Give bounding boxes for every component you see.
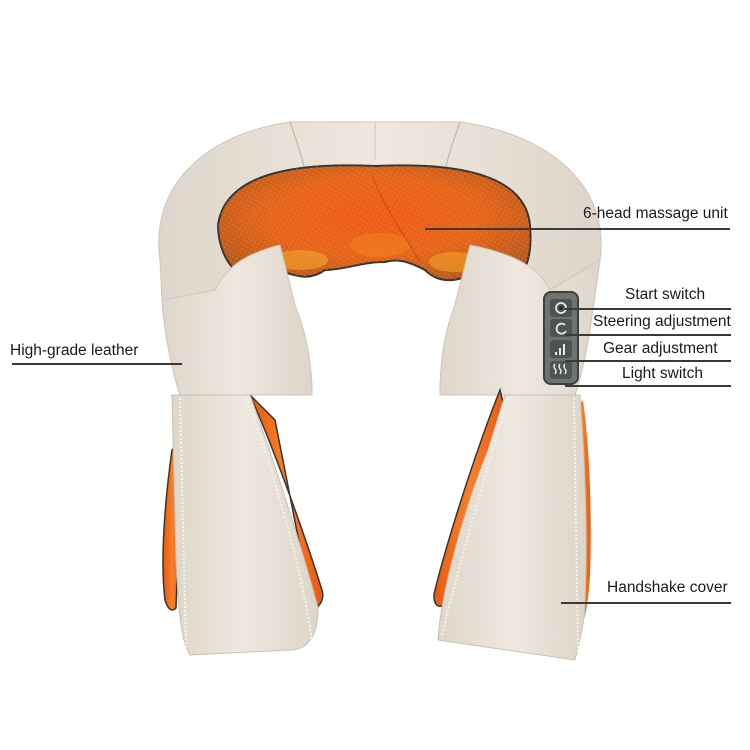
light-switch-leader-line [565,385,731,387]
right-arm [433,244,601,661]
handshake-cover-leader-line [561,602,731,604]
start-switch-leader-line [565,308,731,310]
handshake-cover-label: Handshake cover [607,579,728,596]
heat-waves-icon [553,363,567,375]
massage-mesh [216,164,532,282]
left-arm [161,244,324,656]
massage-unit-label: 6-head massage unit [583,205,728,222]
rotate-icon [555,322,567,335]
light-switch-label: Light switch [622,365,703,382]
massage-unit-leader-line [425,228,730,230]
start-switch-label: Start switch [625,286,706,303]
gear-adjustment-leader-line [565,360,731,362]
steering-adjustment-label: Steering adjustment [593,313,731,330]
leather-leader-line [12,363,182,365]
leather-label: High-grade leather [10,342,139,359]
signal-bars-icon [555,344,565,355]
gear-adjustment-label: Gear adjustment [603,340,718,357]
steering-adjustment-leader-line [565,334,731,336]
